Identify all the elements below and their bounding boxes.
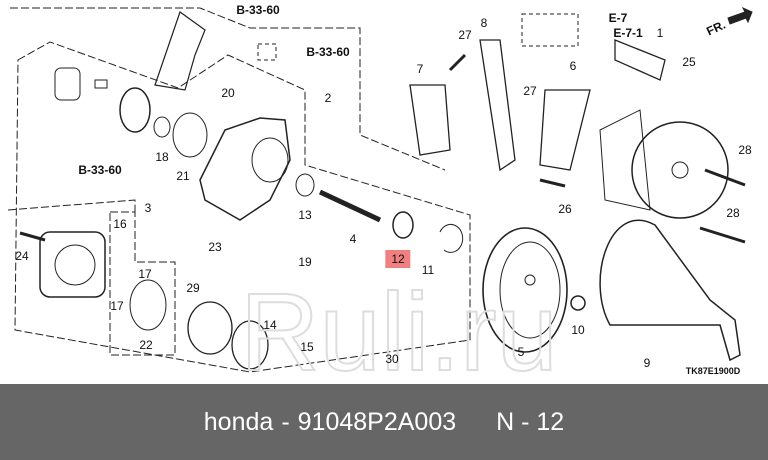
callout-5[interactable]: 5 [517,345,525,359]
ref-e-7[interactable]: E-7 [608,11,628,25]
callout-27b[interactable]: 27 [523,84,537,98]
position-label: N - 12 [496,407,565,436]
callout-10[interactable]: 10 [571,323,585,337]
ref-b-33-60-right[interactable]: B-33-60 [306,45,350,59]
part-number: 91048P2A003 [297,407,457,436]
bolt-26 [539,178,566,188]
callout-27a[interactable]: 27 [458,28,472,42]
exploded-parts-diagram: Ruli.ru [7,6,753,384]
callout-8[interactable]: 8 [480,16,488,30]
drawing-code: TK87E1900D [685,366,741,376]
separator: - [281,407,290,436]
pump-outlet [251,137,289,183]
callout-25[interactable]: 25 [682,55,696,69]
callout-12-highlighted[interactable]: 12 [385,250,411,268]
callout-11[interactable]: 11 [421,263,435,277]
callout-14[interactable]: 14 [263,318,277,332]
belt-9 [599,219,741,362]
callout-22[interactable]: 22 [139,338,153,352]
callout-6[interactable]: 6 [569,59,577,73]
callout-28b[interactable]: 28 [726,206,740,220]
footer-bar: honda - 91048P2A003 N - 12 [0,384,768,460]
rear-cover [39,231,106,298]
bearing-12 [392,211,414,239]
callout-26[interactable]: 26 [558,202,572,216]
callout-20[interactable]: 20 [221,86,235,100]
group-outline-b3360 [257,43,277,61]
ref-e-7-1[interactable]: E-7-1 [613,26,643,40]
group-outline-housing [14,41,471,373]
callout-17a[interactable]: 17 [138,267,152,281]
group-outline-lower [7,199,136,215]
pump-bracket [154,11,206,91]
cam-ring [119,87,151,133]
stay-7 [409,84,451,156]
callout-2[interactable]: 2 [324,91,332,105]
footer-caption: honda - 91048P2A003 N - 12 [0,384,768,460]
bracket-6 [539,89,591,171]
callout-1[interactable]: 1 [656,26,664,40]
callout-23[interactable]: 23 [208,240,222,254]
bolt-27 [448,53,467,72]
ref-b-33-60-top[interactable]: B-33-60 [236,3,280,17]
callout-13[interactable]: 13 [298,208,312,222]
group-outline-upper [10,7,446,171]
callout-7[interactable]: 7 [416,62,424,76]
callout-19[interactable]: 19 [298,255,312,269]
group-outline-e7 [521,13,579,47]
bolt-28a [704,168,746,187]
callout-15[interactable]: 15 [300,340,314,354]
oring-22 [129,279,167,331]
shaft [318,189,382,223]
fr-arrow [727,6,753,25]
callout-18[interactable]: 18 [155,150,169,164]
pulley-5-hub [524,274,536,286]
pump-pulley-hub [671,161,689,179]
nut-10 [570,295,586,311]
brand-name: honda [203,407,274,436]
ref-b-33-60-left[interactable]: B-33-60 [78,163,122,177]
callout-9[interactable]: 9 [643,356,651,370]
bolt-28b [699,226,746,244]
rear-cover-bore [54,244,96,286]
pump-body [199,117,291,221]
pulley-5-inner [499,241,561,339]
group-outline-29 [109,211,176,356]
callout-17b[interactable]: 17 [110,299,124,313]
oring-21 [172,112,208,158]
vane [94,79,108,89]
bracket-8 [479,39,516,172]
watermark: Ruli.ru [240,271,558,384]
seal-13 [295,173,315,197]
callout-28a[interactable]: 28 [738,143,752,157]
cover-1 [614,39,666,81]
bolt-24 [19,231,46,242]
snap-ring-11 [439,223,464,253]
callout-16[interactable]: 16 [113,217,127,231]
callout-30[interactable]: 30 [385,352,399,366]
rotor [54,67,81,101]
oring-18 [153,116,171,138]
sleeve-29 [187,301,233,355]
pump-pulley [631,121,729,219]
sleeve-30 [231,320,269,370]
callout-4[interactable]: 4 [349,232,357,246]
pulley-5 [482,227,568,353]
callout-3[interactable]: 3 [144,201,152,215]
callout-24[interactable]: 24 [15,249,29,263]
callout-29[interactable]: 29 [186,281,200,295]
callout-21[interactable]: 21 [176,169,190,183]
pump-body-rear [599,109,651,211]
